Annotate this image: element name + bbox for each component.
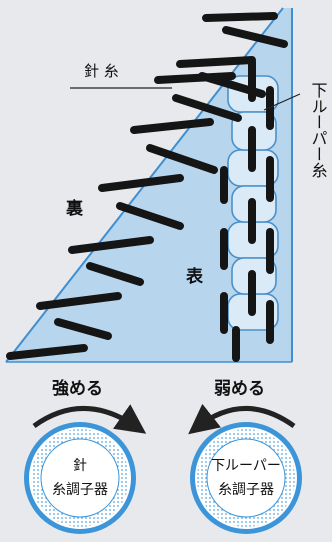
looper-thread-leader — [263, 93, 301, 111]
needle-dial-line2: 糸調子器 — [52, 482, 108, 498]
needle-stitch — [154, 72, 236, 84]
needle-stitch — [36, 292, 122, 310]
needle-stitch — [176, 56, 256, 68]
tighten-label: 強める — [52, 378, 103, 399]
needle-stitch — [68, 236, 154, 254]
looper-dial-line1: 下ルーパー — [211, 458, 281, 474]
front-side-label: 表 — [186, 266, 204, 287]
needle-tension-dial[interactable]: 針 糸調子器 — [24, 422, 136, 534]
needle-stitch — [222, 26, 288, 48]
clockwise-arrow-icon — [32, 404, 147, 434]
looper-thread-label: 下ルーパー糸 — [309, 82, 328, 178]
needle-stitch — [98, 174, 184, 192]
needle-stitch — [130, 118, 214, 134]
counterclockwise-arrow-icon — [188, 403, 296, 435]
looper-tension-dial[interactable]: 下ルーパー 糸調子器 — [190, 422, 302, 534]
needle-stitch — [6, 344, 88, 360]
needle-stitch — [202, 12, 278, 22]
needle-dial-line1: 針 — [73, 458, 87, 474]
needle-stitch — [116, 202, 184, 230]
looper-dial-line2: 糸調子器 — [218, 482, 274, 498]
needle-stitch — [86, 262, 144, 286]
needle-thread-stitches — [6, 12, 288, 360]
needle-stitch — [172, 94, 242, 122]
needle-stitch — [54, 318, 112, 340]
loosen-label: 弱める — [214, 379, 265, 399]
back-side-label: 裏 — [65, 198, 84, 219]
needle-stitch — [146, 144, 218, 174]
needle-thread-label: 針 糸 — [84, 62, 119, 80]
